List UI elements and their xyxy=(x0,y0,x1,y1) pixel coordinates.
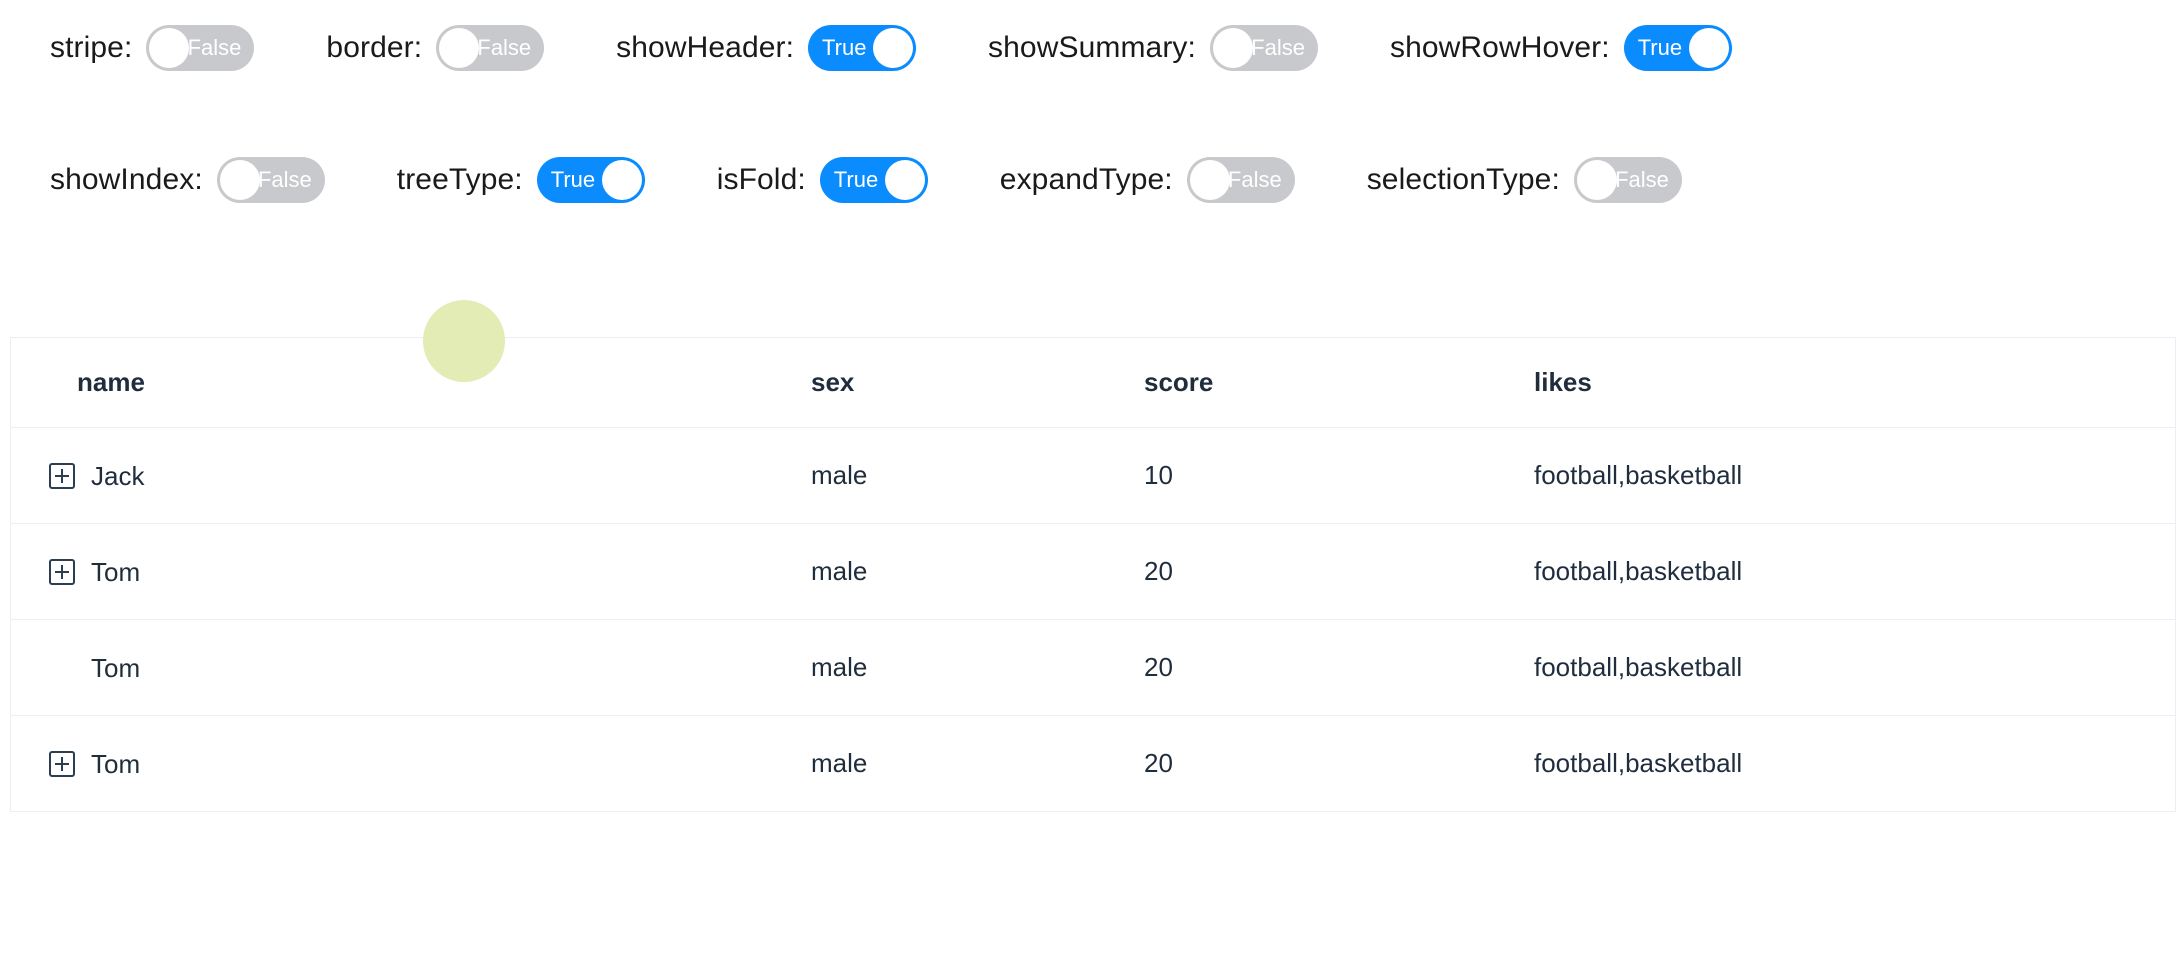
cell-score: 20 xyxy=(1144,748,1173,778)
toggle-label: isFold: xyxy=(716,162,806,196)
toggle-item-showsummary: showSummary: False xyxy=(988,24,1318,71)
toggle-item-treetype: treeType: True xyxy=(396,156,645,203)
cell-name: Tom xyxy=(11,750,811,777)
toggle-switch-isfold[interactable]: True xyxy=(819,156,928,203)
toggle-label: treeType: xyxy=(396,162,523,196)
cell-likes: football,basketball xyxy=(1534,748,1743,778)
table-row[interactable]: Tom male 20 football,basketball xyxy=(11,716,2175,812)
toggle-switch-showheader[interactable]: True xyxy=(808,24,917,71)
toggle-label: selectionType: xyxy=(1366,162,1560,196)
cell-name-text: Tom xyxy=(91,654,141,681)
cell-sex: male xyxy=(811,652,868,682)
cell-name: Tom xyxy=(11,655,811,681)
column-header-name[interactable]: name xyxy=(77,367,145,397)
cell-score: 20 xyxy=(1144,652,1173,682)
cell-score: 10 xyxy=(1144,460,1173,490)
toggle-item-showindex: showIndex: False xyxy=(50,156,325,203)
toggle-knob xyxy=(873,27,914,68)
toggle-knob xyxy=(439,27,480,68)
cell-name: Tom xyxy=(11,558,811,585)
data-table: name sex score likes Jack male 10 football,… xyxy=(10,337,2176,812)
toggle-state-text: False xyxy=(187,34,242,60)
toggle-item-showrowhover: showRowHover: True xyxy=(1389,24,1732,71)
table-row[interactable]: Tom male 20 football,basketball xyxy=(11,620,2175,716)
toggle-state-text: False xyxy=(1615,166,1669,192)
toggle-knob xyxy=(219,159,260,200)
toggle-state-text: False xyxy=(257,166,312,192)
toggle-knob xyxy=(1189,159,1230,200)
expand-plus-icon[interactable] xyxy=(49,462,75,489)
cell-likes: football,basketball xyxy=(1534,556,1743,586)
toggle-switch-showindex[interactable]: False xyxy=(216,156,325,203)
toggle-item-isfold: isFold: True xyxy=(716,156,928,203)
toggle-state-text: True xyxy=(1637,34,1683,60)
toggle-label: stripe: xyxy=(50,30,133,64)
toggle-knob xyxy=(884,159,925,200)
toggle-state-text: True xyxy=(833,166,879,192)
toggle-switch-expandtype[interactable]: False xyxy=(1186,156,1295,203)
toggle-state-text: False xyxy=(1227,166,1282,192)
cell-likes: football,basketball xyxy=(1534,652,1743,682)
toggle-switch-treetype[interactable]: True xyxy=(536,156,645,203)
toggle-label: showSummary: xyxy=(988,30,1196,64)
toggle-switch-showsummary[interactable]: False xyxy=(1209,24,1318,71)
table-header-row: name sex score likes xyxy=(11,338,2175,428)
toggle-item-selectiontype: selectionType: False xyxy=(1366,156,1682,203)
cell-sex: male xyxy=(811,460,868,490)
expand-plus-icon[interactable] xyxy=(49,750,75,777)
cell-name: Jack xyxy=(11,462,811,489)
toggle-knob xyxy=(1212,27,1253,68)
toggle-state-text: False xyxy=(477,34,532,60)
cell-name-text: Jack xyxy=(91,462,145,489)
toggle-label: showRowHover: xyxy=(1389,30,1610,64)
cell-sex: male xyxy=(811,556,868,586)
expand-plus-icon[interactable] xyxy=(49,558,75,585)
toggle-switch-border[interactable]: False xyxy=(436,24,545,71)
cell-name-text: Tom xyxy=(91,750,141,777)
toggle-item-showheader: showHeader: True xyxy=(616,24,917,71)
column-header-likes[interactable]: likes xyxy=(1534,367,1592,397)
toggle-state-text: True xyxy=(822,34,867,60)
toggle-knob xyxy=(1688,27,1729,68)
toggle-state-text: True xyxy=(550,166,596,192)
toggle-item-stripe: stripe: False xyxy=(50,24,255,71)
column-header-score[interactable]: score xyxy=(1144,367,1214,397)
column-header-sex[interactable]: sex xyxy=(811,367,855,397)
toggle-knob xyxy=(601,159,642,200)
toggle-switch-showrowhover[interactable]: True xyxy=(1623,24,1732,71)
toggle-knob xyxy=(149,27,190,68)
cell-sex: male xyxy=(811,748,868,778)
cell-score: 20 xyxy=(1144,556,1173,586)
toggle-knob xyxy=(1576,159,1617,200)
toggle-label: showIndex: xyxy=(50,162,203,196)
table-row[interactable]: Tom male 20 football,basketball xyxy=(11,524,2175,620)
toggle-label: expandType: xyxy=(999,162,1173,196)
toggle-switch-stripe[interactable]: False xyxy=(146,24,255,71)
toggle-switch-selectiontype[interactable]: False xyxy=(1573,156,1682,203)
cell-likes: football,basketball xyxy=(1534,460,1743,490)
toggle-item-border: border: False xyxy=(326,24,545,71)
toggle-label: border: xyxy=(326,30,423,64)
toggle-item-expandtype: expandType: False xyxy=(999,156,1295,203)
table-row[interactable]: Jack male 10 football,basketball xyxy=(11,428,2175,524)
toggle-state-text: False xyxy=(1251,34,1305,60)
cell-name-text: Tom xyxy=(91,558,141,585)
toggle-label: showHeader: xyxy=(616,30,795,64)
toggle-row-2: showIndex: False treeType: True isFold: True e… xyxy=(0,132,2180,227)
